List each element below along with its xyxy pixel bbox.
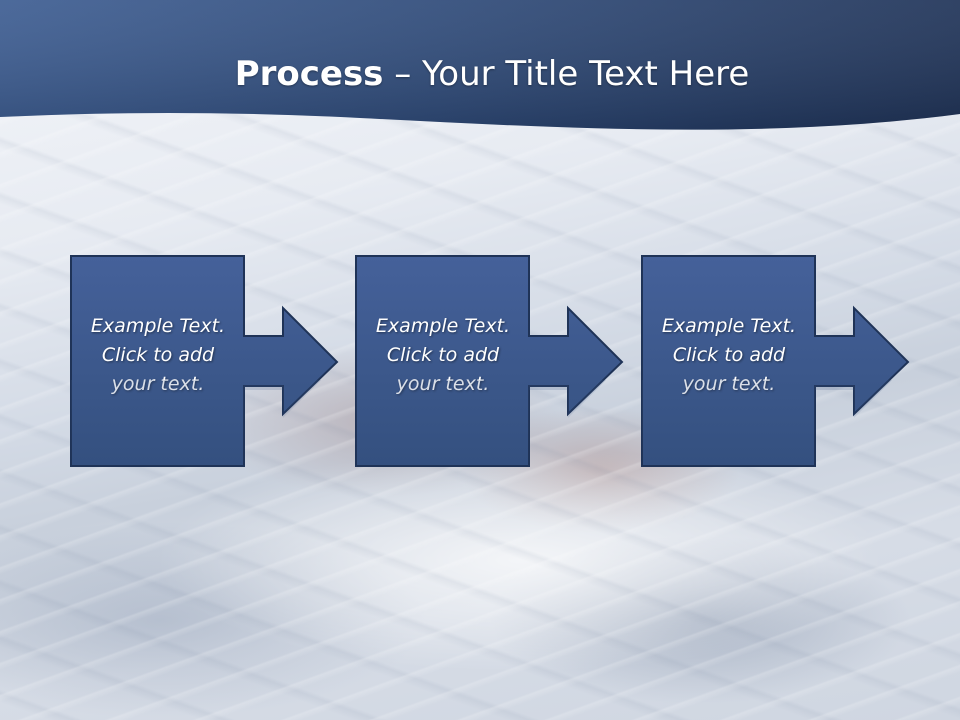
step-reflection-2 <box>356 380 620 470</box>
step-reflection-3 <box>642 380 906 470</box>
title-rest: – Your Title Text Here <box>383 54 750 94</box>
step-text[interactable]: Example Text. Click to add your text. <box>375 315 511 395</box>
title-bold: Process <box>234 54 384 94</box>
process-step-1[interactable]: Example Text. Click to add your text. <box>70 255 339 470</box>
process-step-2[interactable]: Example Text. Click to add your text. <box>355 255 624 470</box>
step-reflection-1 <box>71 380 335 470</box>
process-step-3[interactable]: Example Text. Click to add your text. <box>641 255 910 470</box>
step-box-arrow <box>355 255 624 467</box>
header-banner <box>0 0 960 130</box>
step-text[interactable]: Example Text. Click to add your text. <box>661 315 797 395</box>
step-box-arrow <box>70 255 339 467</box>
page-title[interactable]: Process – Your Title Text Here <box>0 52 960 96</box>
step-box-arrow <box>641 255 910 467</box>
step-text[interactable]: Example Text. Click to add your text. <box>90 315 226 395</box>
